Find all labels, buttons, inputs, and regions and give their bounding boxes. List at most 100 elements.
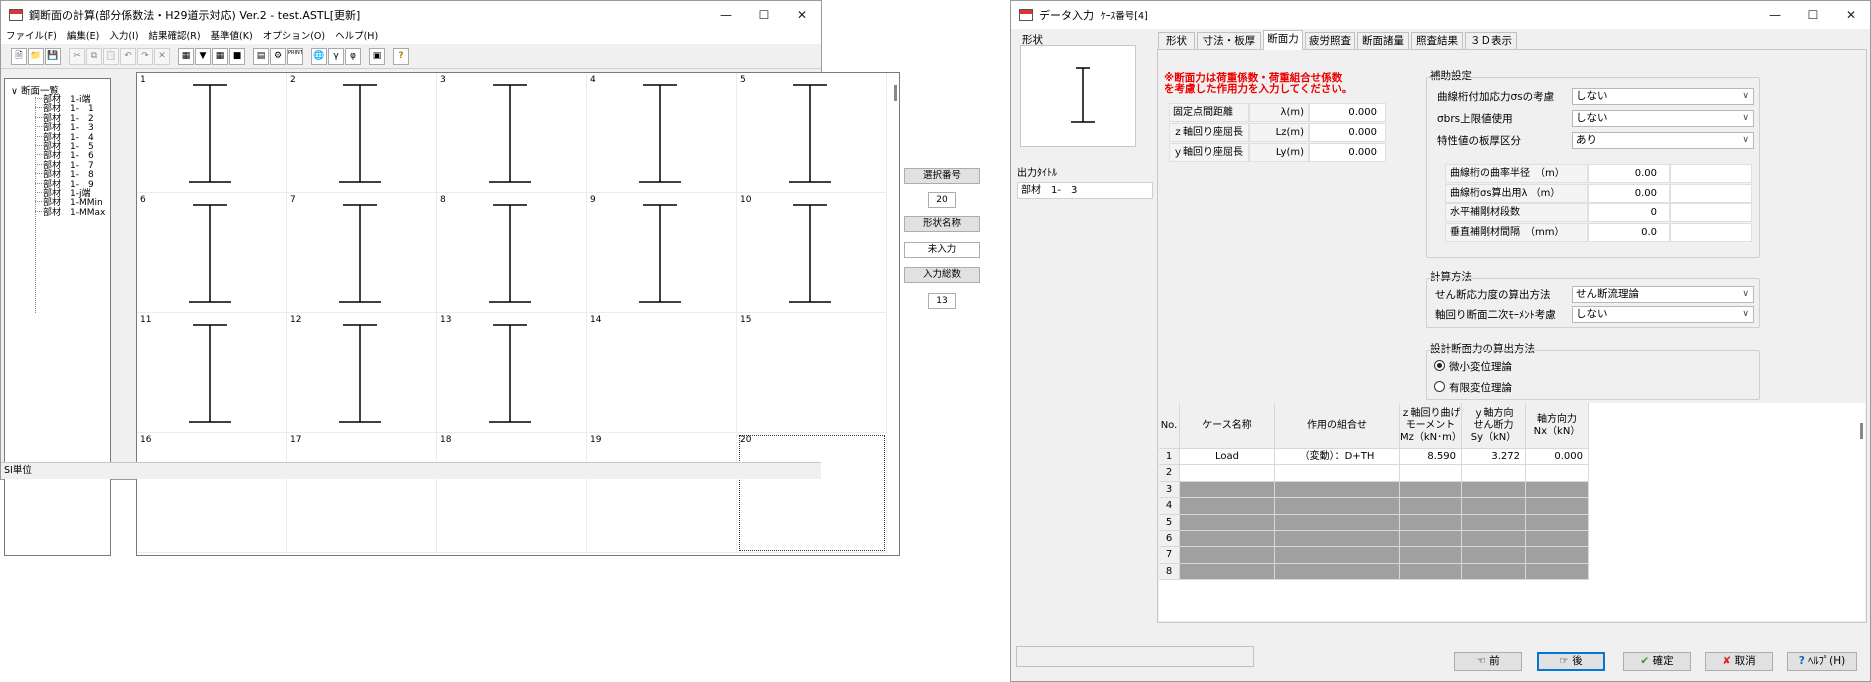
shape-cell[interactable]: 10 — [737, 193, 887, 313]
copy-icon[interactable]: ⧉ — [86, 48, 102, 65]
dialog-minimize-icon[interactable]: — — [1769, 8, 1781, 22]
tab-3d-view[interactable]: ３Ｄ表示 — [1465, 32, 1517, 49]
phi-icon[interactable]: φ — [345, 48, 361, 65]
aux-setting-select[interactable]: あり∨ — [1572, 132, 1754, 149]
grid-cell[interactable] — [1180, 531, 1275, 548]
shape-cell[interactable]: 8 — [437, 193, 587, 313]
grid-cell[interactable] — [1275, 531, 1400, 548]
tree-item[interactable]: 部材 1- 6 — [43, 151, 94, 162]
tab-check-results[interactable]: 照査結果 — [1411, 32, 1463, 49]
calc-method-select[interactable]: せん断流理論∨ — [1572, 286, 1754, 303]
print-icon[interactable]: PRINT — [287, 48, 303, 65]
grid-cell[interactable] — [1526, 547, 1589, 564]
grid-cell[interactable] — [1180, 563, 1275, 581]
grid-cell[interactable] — [1526, 514, 1589, 531]
maximize-icon[interactable]: ☐ — [758, 8, 770, 22]
grid-cell[interactable] — [1462, 465, 1526, 482]
shape-cell[interactable]: 15 — [737, 313, 887, 433]
menu-help[interactable]: ヘルプ(H) — [335, 31, 379, 42]
grid-cell[interactable] — [1462, 514, 1526, 531]
tree-item[interactable]: 部材 1- 9 — [43, 179, 94, 190]
grid-cell[interactable] — [1462, 563, 1526, 581]
minimize-icon[interactable]: — — [720, 8, 732, 22]
open-folder-icon[interactable]: 📁 — [28, 48, 44, 65]
grid-cell[interactable] — [1275, 547, 1400, 564]
dialog-close-icon[interactable]: ✕ — [1845, 8, 1857, 22]
case-grid-scrollbar[interactable] — [1860, 423, 1863, 439]
shape-cell[interactable]: 3 — [437, 73, 587, 193]
design-method-radio[interactable] — [1434, 360, 1445, 371]
grid-cell[interactable] — [1275, 514, 1400, 531]
redo-icon[interactable]: ↷ — [137, 48, 153, 65]
tree-item[interactable]: 部材 1- 8 — [43, 170, 94, 181]
shape-cell[interactable]: 12 — [287, 313, 437, 433]
help-question-icon[interactable]: ? — [393, 48, 409, 65]
grid-cell[interactable] — [1275, 465, 1400, 482]
dialog-maximize-icon[interactable]: ☐ — [1807, 8, 1819, 22]
window-icon[interactable]: ▣ — [369, 48, 385, 65]
new-file-icon[interactable]: 🗎 — [11, 48, 27, 65]
tree-item[interactable]: 部材 1-i端 — [43, 95, 91, 105]
shape-cell[interactable]: 14 — [587, 313, 737, 433]
grid-cell[interactable] — [1462, 547, 1526, 564]
aux-param-value[interactable]: 0 — [1588, 203, 1670, 222]
grid-cell[interactable] — [1275, 498, 1400, 515]
tab-section-force[interactable]: 断面力 — [1263, 30, 1303, 50]
calculate-icon[interactable]: ▦ — [178, 48, 194, 65]
shape-cell[interactable]: 4 — [587, 73, 737, 193]
ok-button[interactable]: ✔ 確定 — [1623, 652, 1691, 671]
grid-cell[interactable] — [1526, 498, 1589, 515]
help-button[interactable]: ? ﾍﾙﾌﾟ(H) — [1787, 652, 1857, 671]
grid-cell[interactable] — [1400, 563, 1462, 581]
grid-cell[interactable] — [1180, 514, 1275, 531]
grid-cell[interactable] — [1462, 481, 1526, 499]
tree-item[interactable]: 部材 1-j端 — [43, 189, 91, 199]
param-value-field[interactable]: 0.000 — [1309, 123, 1386, 142]
next-button[interactable]: ☞ 後 — [1537, 652, 1605, 671]
grid-cell[interactable] — [1462, 498, 1526, 515]
grid-cell[interactable]: （変動）：D+TH — [1275, 449, 1400, 466]
grid-cell[interactable] — [1526, 531, 1589, 548]
grid-cell[interactable] — [1400, 498, 1462, 515]
shape-cell[interactable]: 9 — [587, 193, 737, 313]
output-title-field[interactable]: 部材 1- 3 — [1017, 182, 1153, 199]
grid-cell[interactable] — [1526, 563, 1589, 581]
close-icon[interactable]: ✕ — [796, 8, 808, 22]
main-title-bar[interactable]: 鋼断面の計算(部分係数法・H29道示対応) Ver.2 - test.ASTL[… — [1, 1, 821, 29]
grid-cell[interactable] — [1400, 531, 1462, 548]
grid-cell[interactable]: 3.272 — [1462, 449, 1526, 466]
menu-edit[interactable]: 編集(E) — [66, 31, 100, 42]
shape-cell[interactable]: 20 — [737, 433, 887, 553]
aux-setting-select[interactable]: しない∨ — [1572, 88, 1754, 105]
tree-item[interactable]: 部材 1- 2 — [43, 113, 94, 124]
grid-cell[interactable] — [1462, 531, 1526, 548]
shape-cell[interactable]: 19 — [587, 433, 737, 553]
aux-setting-select[interactable]: しない∨ — [1572, 110, 1754, 127]
shape-cell[interactable]: 7 — [287, 193, 437, 313]
shape-cell[interactable]: 16 — [137, 433, 287, 553]
tree-item[interactable]: 部材 1- 1 — [43, 104, 94, 115]
tab-dimensions[interactable]: 寸法・板厚 — [1197, 32, 1261, 49]
grid-cell[interactable] — [1526, 481, 1589, 499]
table-icon[interactable]: ▦ — [212, 48, 228, 65]
save-icon[interactable]: 💾 — [45, 48, 61, 65]
cancel-button[interactable]: ✘ 取消 — [1705, 652, 1773, 671]
aux-param-value[interactable]: 0.0 — [1588, 222, 1670, 242]
aux-param-value[interactable]: 0.00 — [1588, 164, 1670, 183]
shape-cell[interactable]: 5 — [737, 73, 887, 193]
shape-cell[interactable]: 18 — [437, 433, 587, 553]
dialog-title-bar[interactable]: データ入力 ｹｰｽ番号[4] — ☐ ✕ — [1011, 1, 1870, 29]
tab-fatigue[interactable]: 疲労照査 — [1305, 32, 1355, 49]
tree-item[interactable]: 部材 1- 3 — [43, 123, 94, 134]
menu-input[interactable]: 入力(I) — [109, 31, 139, 42]
settings-icon[interactable]: ⚙ — [270, 48, 286, 65]
tab-section-properties[interactable]: 断面諸量 — [1357, 32, 1409, 49]
shape-cell[interactable]: 11 — [137, 313, 287, 433]
shape-cell[interactable]: 1 — [137, 73, 287, 193]
grid-cell[interactable] — [1180, 481, 1275, 499]
gamma-icon[interactable]: γ — [328, 48, 344, 65]
grid-cell[interactable]: Load — [1180, 449, 1275, 466]
tree-item[interactable]: 部材 1- 5 — [43, 142, 94, 152]
tree-item[interactable]: 部材 1-MMax — [43, 207, 106, 218]
tree-item[interactable]: 部材 1-MMin — [43, 198, 103, 209]
